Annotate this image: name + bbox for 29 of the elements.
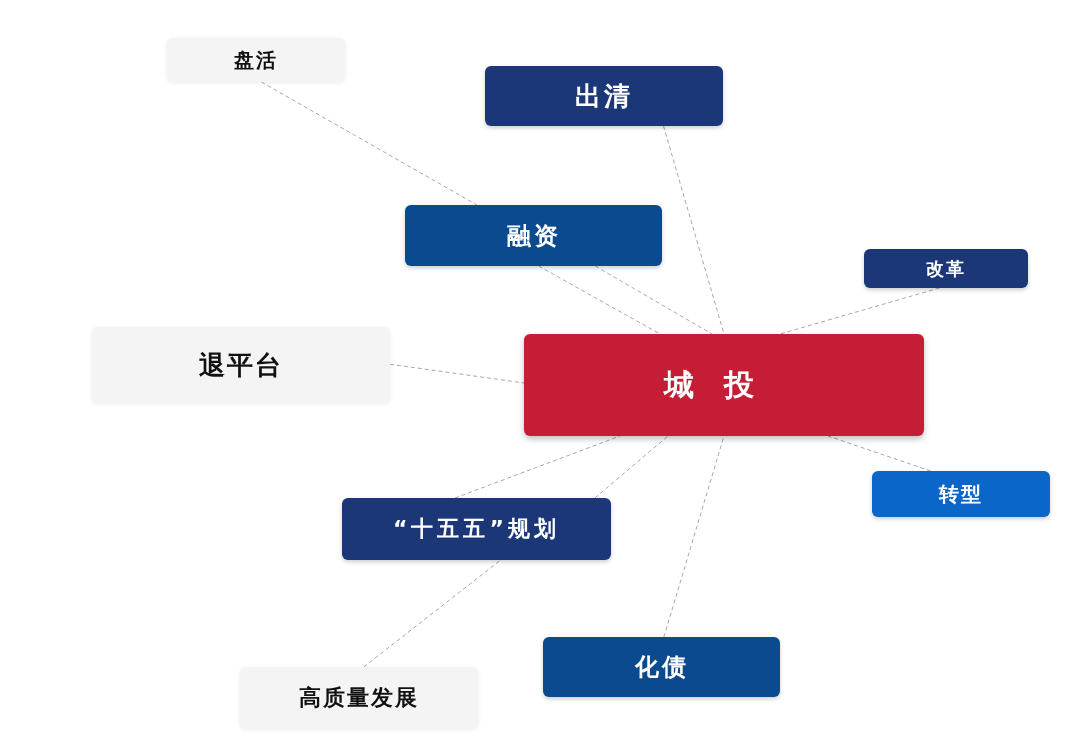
topic-box: [167, 38, 345, 82]
topic-box: [485, 66, 723, 126]
topic-box: [405, 205, 662, 266]
topic-box: [872, 471, 1050, 517]
connector-line: [594, 435, 669, 499]
topic-label: 退平台: [199, 348, 283, 382]
topic-box: [240, 667, 478, 729]
topic-label: 出清: [575, 79, 633, 113]
topic-label: 高质量发展: [299, 684, 419, 712]
topic-box: [864, 249, 1028, 288]
connector-line: [538, 265, 661, 335]
connector-line: [260, 81, 478, 206]
connector-line: [779, 287, 940, 335]
connector-line: [594, 265, 713, 335]
topic-label: 盘活: [234, 46, 278, 74]
topic-box: [342, 498, 611, 560]
topic-label: 转型: [939, 480, 983, 508]
connector-line: [454, 435, 621, 499]
topic-label: 化债: [634, 652, 689, 683]
topic-label: 城投: [664, 365, 784, 404]
connector-line: [363, 559, 502, 668]
topic-label: “十五五”规划: [393, 515, 560, 543]
topic-label: 改革: [926, 256, 966, 281]
connector-line: [827, 435, 932, 472]
connector-line: [389, 363, 525, 384]
topic-box: [524, 334, 924, 436]
topic-box: [92, 327, 390, 403]
topic-box: [543, 637, 780, 697]
topic-label: 融资: [506, 220, 561, 252]
